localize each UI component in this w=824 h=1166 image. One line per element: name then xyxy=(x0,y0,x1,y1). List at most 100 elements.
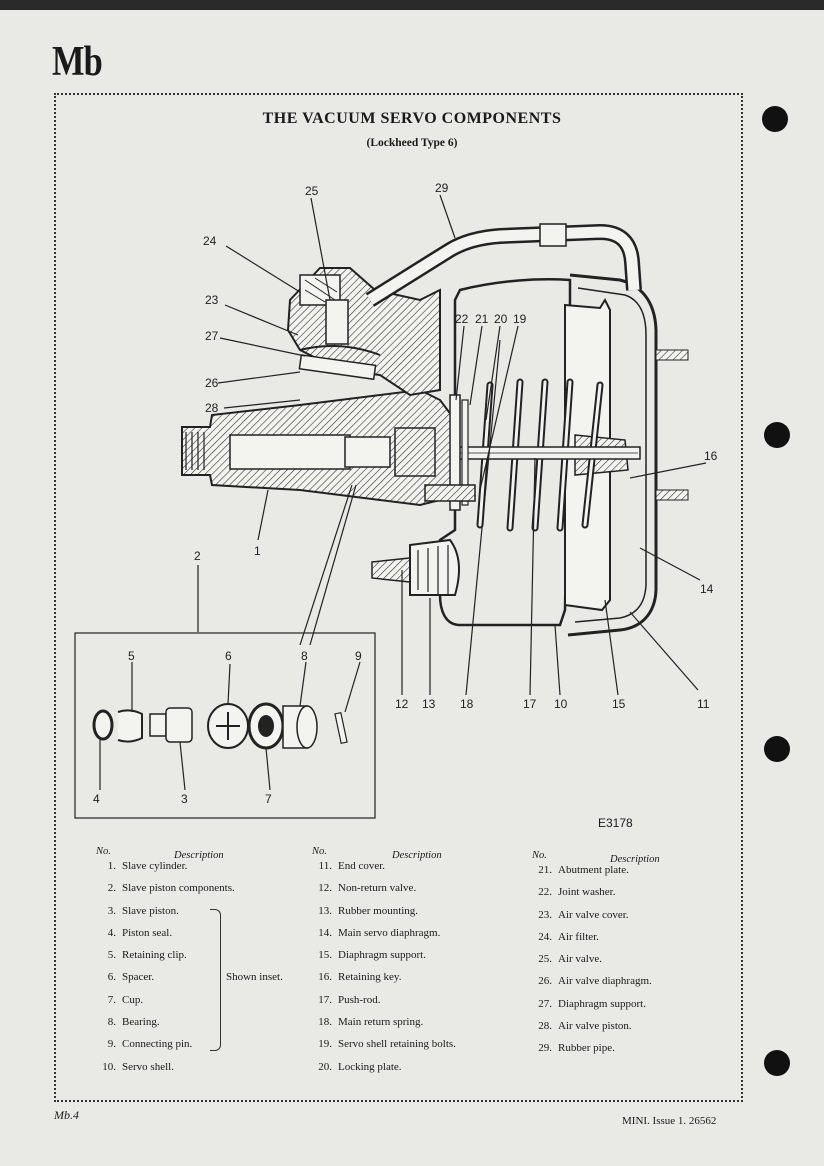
callout-23: 23 xyxy=(205,293,219,307)
callout-20: 20 xyxy=(494,312,508,326)
legend-header: No. Description xyxy=(532,850,732,865)
legend-item: 27.Diaphragm support. xyxy=(538,997,646,1010)
legend-item: 10.Servo shell. xyxy=(102,1060,174,1073)
abutment-plate xyxy=(449,394,461,511)
legend-item: 20.Locking plate. xyxy=(318,1060,402,1073)
legend-item: 17.Push-rod. xyxy=(318,993,381,1006)
legend-item: 8.Bearing. xyxy=(107,1016,160,1029)
legend-item: 13.Rubber mounting. xyxy=(318,904,419,917)
callout-4: 4 xyxy=(93,792,100,806)
legend-column-2: No. Description 11.End cover. 12.Non-ret… xyxy=(312,846,512,1083)
slave-piston xyxy=(344,436,391,468)
callout-8: 8 xyxy=(301,649,308,663)
legend-item: 19.Servo shell retaining bolts. xyxy=(318,1038,456,1051)
figure-code: E3178 xyxy=(598,816,633,830)
page-top-edge xyxy=(0,0,824,10)
legend-no-header: No. xyxy=(96,846,111,857)
legend-item: 11.End cover. xyxy=(318,860,386,872)
legend-item: 9.Connecting pin. xyxy=(107,1038,193,1051)
air-valve-piston xyxy=(298,354,377,381)
legend-header: No. Description xyxy=(312,846,512,861)
air-valve xyxy=(325,299,349,345)
punch-hole-3 xyxy=(764,736,790,762)
end-cover-inner xyxy=(574,287,647,623)
legend-item: 25.Air valve. xyxy=(538,953,602,966)
punch-hole-4 xyxy=(764,1050,790,1076)
legend-item: 29.Rubber pipe. xyxy=(538,1042,615,1055)
callout-19: 19 xyxy=(513,312,527,326)
callout-1: 1 xyxy=(254,544,261,558)
callout-14: 14 xyxy=(700,582,714,596)
legend-item: 24.Air filter. xyxy=(538,930,599,943)
legend-item: 12.Non-return valve. xyxy=(318,882,417,895)
legend-item: 26.Air valve diaphragm. xyxy=(538,975,652,988)
callout-17: 17 xyxy=(523,697,537,711)
inset-brace xyxy=(210,909,221,1051)
callout-3: 3 xyxy=(181,792,188,806)
legend-column-3: No. Description 21.Abutment plate. 22.Jo… xyxy=(532,850,732,1065)
callout-7: 7 xyxy=(265,792,272,806)
legend-header: No. Description xyxy=(96,846,296,861)
mounting-stud-top xyxy=(655,349,689,361)
legend-item: 23.Air valve cover. xyxy=(538,908,629,921)
legend-item: 15.Diaphragm support. xyxy=(318,949,426,962)
issue-info: MINI. Issue 1. 26562 xyxy=(622,1115,717,1127)
section-mark: Mb xyxy=(52,39,103,85)
rubber-mounting xyxy=(409,538,460,596)
figure-frame xyxy=(54,93,743,1102)
legend-item: 21.Abutment plate. xyxy=(538,864,629,876)
legend-item: 18.Main return spring. xyxy=(318,1016,424,1029)
pipe-clip xyxy=(539,223,567,247)
callout-11: 11 xyxy=(697,697,710,711)
legend-item: 4.Piston seal. xyxy=(107,926,173,939)
legend-no-header: No. xyxy=(312,846,327,857)
locking-plate xyxy=(461,399,469,506)
page-number: Mb.4 xyxy=(54,1108,79,1122)
punch-hole-2 xyxy=(764,422,790,448)
mounting-stud-bottom xyxy=(655,489,689,501)
callout-28: 28 xyxy=(205,401,219,415)
inset-connecting-pin xyxy=(334,711,348,745)
callout-24: 24 xyxy=(203,234,217,248)
inset-note: Shown inset. xyxy=(226,971,283,983)
callout-5: 5 xyxy=(128,649,135,663)
legend-item: 14.Main servo diaphragm. xyxy=(318,926,441,939)
inset-bearing xyxy=(282,705,318,749)
legend-item: 6.Spacer. xyxy=(107,971,155,984)
inset-box xyxy=(74,632,376,819)
callout-6: 6 xyxy=(225,649,232,663)
callout-12: 12 xyxy=(395,697,409,711)
legend-item: 22.Joint washer. xyxy=(538,886,616,899)
legend-item: 16.Retaining key. xyxy=(318,971,402,984)
cylinder-port-threads xyxy=(185,432,205,470)
legend-column-1: No. Description 1.Slave cylinder. 2.Slav… xyxy=(96,846,296,1083)
legend-item: 5.Retaining clip. xyxy=(107,949,187,962)
legend-item: 2.Slave piston components. xyxy=(107,882,235,895)
callout-16: 16 xyxy=(704,449,718,463)
legend-item: 28.Air valve piston. xyxy=(538,1020,632,1033)
legend-no-header: No. xyxy=(532,850,547,861)
legend-item: 3.Slave piston. xyxy=(107,904,179,917)
non-return-valve xyxy=(371,557,411,583)
inset-piston-seal xyxy=(92,709,114,741)
legend-item: 7.Cup. xyxy=(107,993,144,1006)
inset-slave-piston xyxy=(149,707,193,743)
callout-15: 15 xyxy=(612,697,626,711)
callout-26: 26 xyxy=(205,376,219,390)
punch-hole-1 xyxy=(762,106,788,132)
callout-10: 10 xyxy=(554,697,568,711)
callout-22: 22 xyxy=(455,312,469,326)
page-title: THE VACUUM SERVO COMPONENTS xyxy=(262,110,562,127)
shell-retaining-bolt xyxy=(424,484,476,502)
legend-description-header: Description xyxy=(610,854,660,865)
inset-spacer xyxy=(207,703,249,749)
inset-cup xyxy=(247,702,285,750)
callout-18: 18 xyxy=(460,697,474,711)
inset-retaining-clip xyxy=(117,709,143,743)
callout-21: 21 xyxy=(475,312,489,326)
callout-27: 27 xyxy=(205,329,219,343)
page-subtitle: (Lockheed Type 6) xyxy=(366,137,458,149)
callout-2: 2 xyxy=(194,549,201,563)
air-valve-diaphragm xyxy=(299,345,381,356)
